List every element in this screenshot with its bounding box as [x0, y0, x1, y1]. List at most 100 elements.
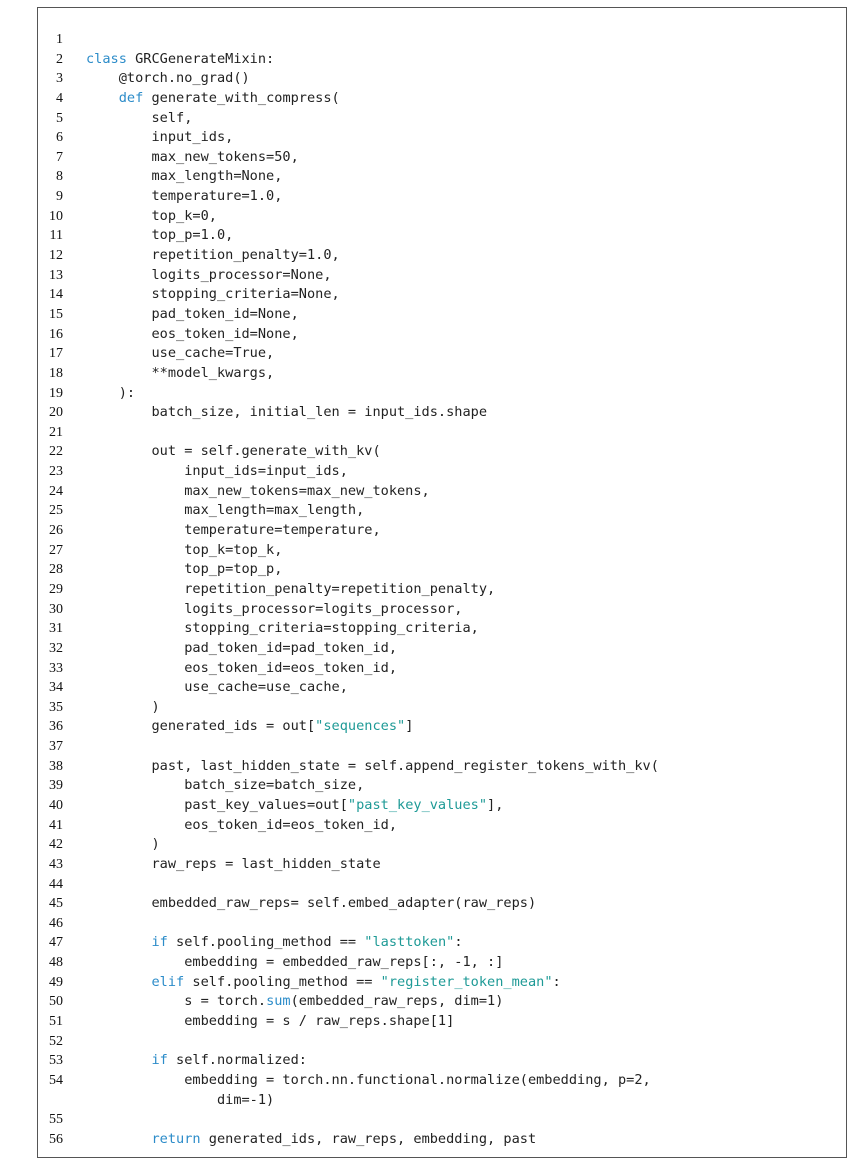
line-number: 28 — [49, 562, 63, 578]
code-token: top_k=top_k, — [86, 541, 283, 558]
code-keyword: if — [151, 1052, 168, 1069]
line-number: 2 — [56, 51, 63, 67]
code-token: : — [454, 934, 463, 951]
code-token: s = torch. — [86, 993, 267, 1010]
code-token: max_new_tokens=max_new_tokens, — [86, 482, 430, 499]
line-number: 37 — [49, 739, 63, 755]
code-token: embedding = s / raw_reps.shape[1] — [86, 1013, 455, 1030]
code-token: top_k=0, — [86, 207, 217, 224]
line-number: 24 — [49, 483, 63, 499]
code-line: input_ids=input_ids, — [86, 462, 850, 482]
line-number: 4 — [56, 90, 63, 106]
line-number: 6 — [56, 130, 63, 146]
code-line: @torch.no_grad() — [86, 69, 850, 89]
code-token — [86, 90, 119, 106]
code-string: "past_key_values" — [347, 796, 488, 813]
line-number: 42 — [49, 837, 63, 853]
line-number: 13 — [49, 267, 63, 283]
code-line: temperature=temperature, — [86, 521, 850, 541]
line-number: 33 — [49, 660, 63, 676]
code-line: max_length=None, — [86, 167, 850, 187]
code-token: past, last_hidden_state = self.append_re… — [86, 757, 659, 774]
code-token: top_p=1.0, — [86, 227, 234, 244]
code-token: pad_token_id=None, — [86, 305, 299, 322]
code-token: logits_processor=logits_processor, — [86, 600, 463, 617]
code-line: max_length=max_length, — [86, 501, 850, 521]
line-number: 16 — [49, 326, 63, 342]
code-line: eos_token_id=None, — [86, 325, 850, 345]
code-token: out = self.generate_with_kv( — [86, 443, 381, 460]
code-line: use_cache=use_cache, — [86, 678, 850, 698]
code-token: batch_size=batch_size, — [86, 777, 365, 794]
line-number: 43 — [49, 856, 63, 872]
code-builtin: sum — [266, 993, 291, 1010]
code-token: raw_reps = last_hidden_state — [86, 855, 381, 872]
code-token: ) — [86, 698, 160, 715]
code-token: repetition_penalty=1.0, — [86, 247, 340, 264]
code-line — [86, 30, 850, 50]
code-line: eos_token_id=eos_token_id, — [86, 659, 850, 679]
code-token: generated_ids, raw_reps, embedding, past — [200, 1130, 537, 1147]
code-body: class GRCGenerateMixin: @torch.no_grad()… — [86, 30, 850, 1150]
code-line — [86, 1032, 850, 1052]
code-line: batch_size=batch_size, — [86, 776, 850, 796]
line-number: 32 — [49, 640, 63, 656]
code-token: logits_processor=None, — [86, 266, 332, 283]
code-token: temperature=1.0, — [86, 188, 283, 205]
line-number: 56 — [49, 1131, 63, 1147]
code-line: stopping_criteria=None, — [86, 285, 850, 305]
line-number: 17 — [49, 346, 63, 362]
line-number: 40 — [49, 797, 63, 813]
code-line: use_cache=True, — [86, 344, 850, 364]
code-token: max_length=None, — [86, 168, 283, 185]
line-number: 49 — [49, 974, 63, 990]
code-token: batch_size, initial_len = input_ids.shap… — [86, 404, 488, 421]
code-token: ): — [86, 384, 136, 401]
line-number: 51 — [49, 1014, 63, 1030]
line-number: 5 — [56, 110, 63, 126]
code-line: top_p=1.0, — [86, 226, 850, 246]
code-token: GRCGenerateMixin: — [126, 50, 275, 67]
line-number: 31 — [49, 621, 63, 637]
code-line — [86, 875, 850, 895]
code-line: pad_token_id=pad_token_id, — [86, 639, 850, 659]
code-line: pad_token_id=None, — [86, 305, 850, 325]
line-number: 45 — [49, 896, 63, 912]
code-token: : — [552, 973, 561, 990]
code-line: eos_token_id=eos_token_id, — [86, 816, 850, 836]
code-token — [86, 1131, 151, 1147]
line-number: 9 — [56, 189, 63, 205]
code-line: embedding = torch.nn.functional.normaliz… — [86, 1071, 850, 1110]
code-token: top_p=top_p, — [86, 561, 283, 578]
code-token — [86, 974, 151, 990]
code-line: generated_ids = out["sequences"] — [86, 717, 850, 737]
line-number: 52 — [49, 1033, 63, 1049]
code-token: embedding = embedded_raw_reps[:, -1, :] — [86, 954, 504, 971]
line-number: 26 — [49, 523, 63, 539]
code-keyword: if — [151, 934, 168, 951]
line-number: 35 — [49, 699, 63, 715]
line-number: 36 — [49, 719, 63, 735]
code-token: (embedded_raw_reps, dim=1) — [290, 993, 504, 1010]
code-line: if self.normalized: — [86, 1051, 850, 1071]
code-token: max_length=max_length, — [86, 502, 365, 519]
code-line: top_k=top_k, — [86, 541, 850, 561]
line-number: 21 — [49, 424, 63, 440]
code-token: generated_ids = out[ — [86, 718, 316, 735]
code-line: elif self.pooling_method == "register_to… — [86, 973, 850, 993]
code-token: generate_with_compress( — [143, 89, 340, 106]
code-token — [86, 934, 151, 950]
code-line: logits_processor=None, — [86, 266, 850, 286]
code-line: if self.pooling_method == "lasttoken": — [86, 933, 850, 953]
line-number: 44 — [49, 876, 63, 892]
code-keyword: return — [151, 1130, 201, 1147]
code-line: self, — [86, 109, 850, 129]
code-token: eos_token_id=None, — [86, 325, 299, 342]
code-token: self.normalized: — [167, 1052, 307, 1069]
code-line — [86, 423, 850, 443]
line-number: 19 — [49, 385, 63, 401]
code-line: max_new_tokens=max_new_tokens, — [86, 482, 850, 502]
code-line: input_ids, — [86, 128, 850, 148]
